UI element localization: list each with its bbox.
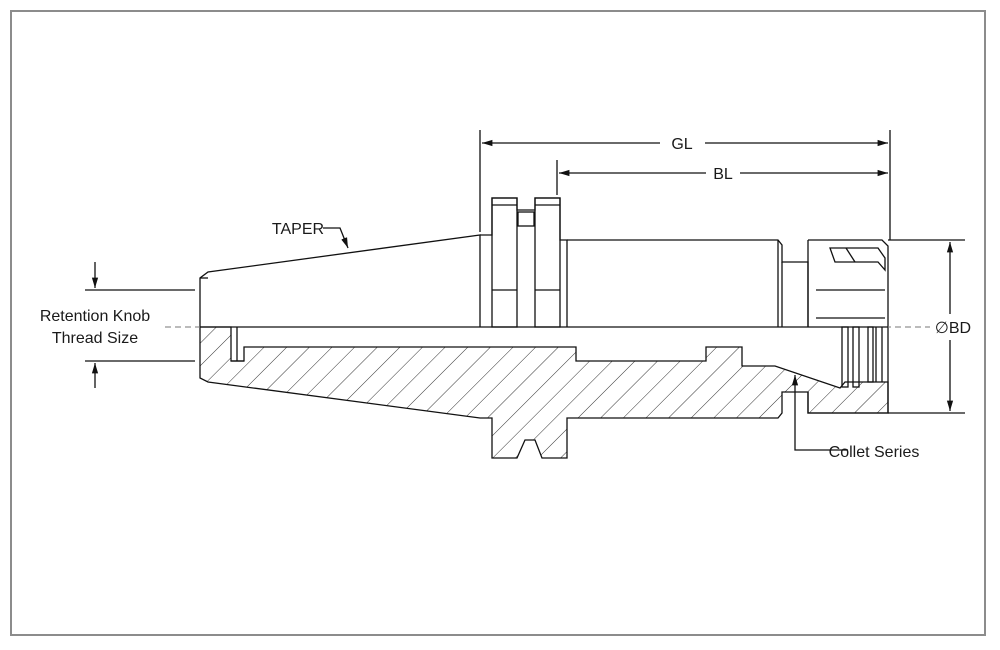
- retention-knob-label: Retention Knob: [40, 308, 150, 325]
- drawing-frame: [10, 10, 986, 636]
- bl-label: BL: [713, 166, 733, 183]
- section-body: [199, 326, 889, 459]
- bd-label: ∅BD: [935, 320, 971, 337]
- collet-bore-lower: [841, 326, 883, 388]
- shank-body: [567, 239, 809, 327]
- collet-series-label: Collet Series: [829, 444, 920, 461]
- gl-label: GL: [671, 136, 692, 153]
- thread-size-label: Thread Size: [52, 330, 138, 347]
- collet-nut-upper: [807, 239, 889, 327]
- flange: [480, 197, 568, 327]
- taper-outline: [199, 234, 481, 327]
- collet-nut-lower: [807, 327, 889, 414]
- taper-label: TAPER: [272, 221, 324, 238]
